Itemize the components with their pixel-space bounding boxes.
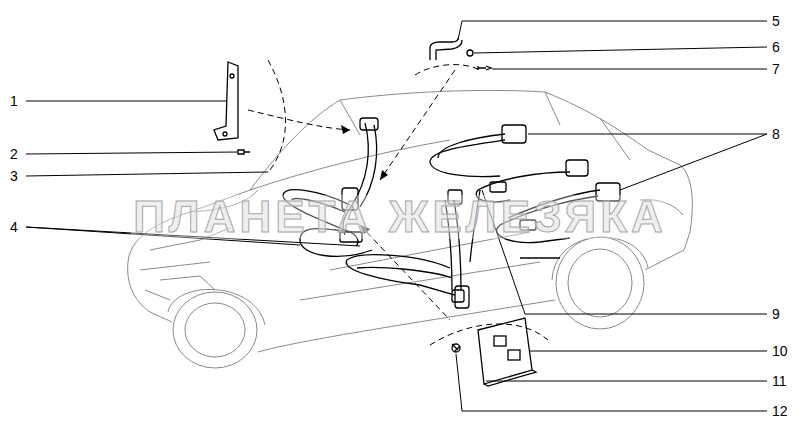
callout-number: 3 (10, 169, 18, 183)
callout-number: 8 (772, 127, 780, 141)
callout-number: 11 (772, 374, 787, 388)
car-outline (128, 90, 693, 368)
callout-number: 6 (772, 40, 780, 54)
anchor-plate (452, 318, 536, 386)
rear-seat-belt (430, 125, 620, 262)
callout-number: 7 (772, 62, 780, 76)
callout-number: 10 (772, 344, 788, 358)
watermark: ПЛАНЕТА ЖЕЛЕЗЯКА (131, 195, 669, 239)
callout-number: 2 (10, 147, 18, 161)
belt-hook (430, 38, 491, 70)
leader-line (26, 21, 767, 411)
callout-number: 1 (10, 94, 18, 108)
callout-number: 4 (10, 220, 18, 234)
callout-number: 9 (772, 307, 780, 321)
callout-number: 12 (772, 404, 788, 418)
belt-bracket (214, 62, 250, 154)
callout-number: 5 (772, 14, 780, 28)
